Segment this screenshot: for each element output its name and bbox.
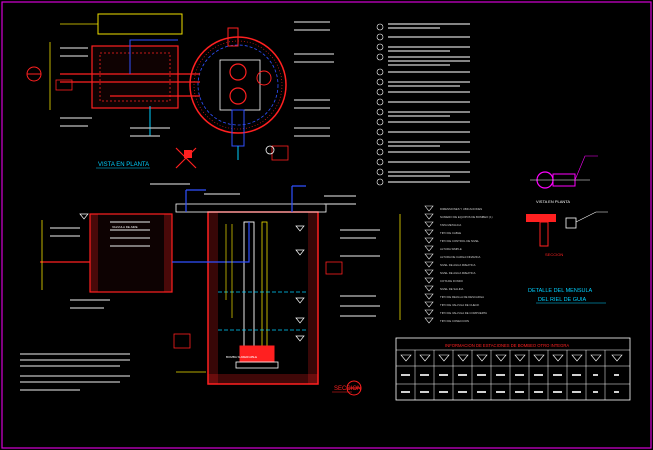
- plan-chamber-fill: [92, 46, 178, 108]
- plan-marker-right: [256, 70, 272, 86]
- plan-marker-ref-left: [55, 79, 73, 91]
- section-vent: [185, 189, 206, 212]
- plan-header-box: [97, 13, 183, 35]
- section-pump-base: [235, 361, 279, 369]
- detail-title-2: DEL RIEL DE GUIA: [538, 297, 587, 303]
- section-chamber-left-fill: [90, 214, 172, 292]
- section-wetwell-wall-r: [308, 212, 318, 384]
- plan-marker-ref-right: [271, 145, 289, 161]
- section-discharge: [172, 222, 250, 263]
- legend-item: NUMERO DE EQUIPOS DE BOMBEO (1): [440, 215, 493, 219]
- section-view: VALVULA DE AIRE BOMBA SUMERGIBLE SECCION: [20, 183, 401, 396]
- plan-access-hatch: [219, 59, 261, 111]
- notes-circles: [376, 23, 384, 186]
- table-columns: [414, 350, 606, 400]
- legend-item: ALTURA SIMPLE: [440, 247, 462, 251]
- plan-chamber-outer: [91, 45, 179, 109]
- section-vent-right: [291, 185, 306, 212]
- legend-symbols: [424, 205, 434, 324]
- table-frame: [395, 337, 631, 401]
- legend-item: COTA DE FONDO: [440, 279, 464, 283]
- legend-item: ALTURA DE CARGA DINAMICA: [440, 255, 480, 259]
- legend-item: TAPA METALICA: [440, 223, 461, 227]
- plan-marker-bottom: [265, 145, 275, 155]
- legend-item: TIPO DE REJILLA DE DESCARGA: [440, 295, 484, 299]
- plan-pump-2: [229, 87, 247, 105]
- section-wetwell-floor: [208, 374, 318, 384]
- section-wetwell-wall-l: [208, 212, 218, 384]
- detail-plan-label: VISTA EN PLANTA: [536, 199, 570, 204]
- section-right-wall-hatch: [164, 214, 172, 292]
- detail-title-1: DETALLE DEL MENSULA: [528, 288, 593, 294]
- plan-pipe-blue: [129, 39, 178, 74]
- plan-view-title: VISTA EN PLANTA: [98, 162, 149, 168]
- legend-item: DIMENSIONES Y UBICACIONES: [440, 207, 482, 211]
- detail-block: VISTA EN PLANTA SECCION DETALLE DEL MENS…: [526, 155, 608, 304]
- plan-pump-1: [229, 63, 247, 81]
- plan-view: VISTA EN PLANTA: [26, 13, 334, 169]
- notes-text-lines: [388, 23, 470, 183]
- section-left-wall-hatch: [90, 214, 98, 292]
- section-label-pump: BOMBA SUMERGIBLE: [226, 355, 257, 359]
- section-ref-box: [173, 333, 191, 349]
- legend-item: NIVEL DE SALIDA: [440, 287, 464, 291]
- plan-wetwell-inner: [197, 44, 279, 126]
- plan-gate-box: [184, 150, 192, 158]
- legend-item: TIPO DE CONECCION: [440, 319, 469, 323]
- legend-item: NIVEL DE AGUA FREATICA: [440, 263, 476, 267]
- section-chamber-left: [89, 213, 173, 293]
- info-table: INFORMACION DE ESTACIONES DE BOMBEO OTRO…: [395, 337, 631, 401]
- legend-item: NIVEL DE AGUA FREATICA: [440, 271, 476, 275]
- detail-section-rail: [539, 221, 549, 247]
- legend-item: TIPO DE CABLE: [440, 231, 461, 235]
- section-label-ticks: [20, 183, 380, 391]
- section-float-cable: [225, 224, 233, 318]
- detail-plan-lead: [574, 155, 598, 181]
- detail-section-bolt: [565, 217, 577, 229]
- detail-section-plate: [526, 214, 556, 222]
- plan-outlet: [231, 109, 245, 147]
- plan-label-ticks: [60, 21, 334, 137]
- legend-block: DIMENSIONES Y UBICACIONES NUMERO DE EQUI…: [424, 205, 493, 324]
- section-ref-box-2: [325, 261, 343, 275]
- section-level-triangles: [79, 213, 305, 342]
- table-cell-values: [401, 374, 619, 393]
- notes-block: [376, 23, 470, 186]
- plan-vent-top: [227, 27, 239, 47]
- section-pump: [239, 345, 275, 363]
- legend-text: DIMENSIONES Y UBICACIONES NUMERO DE EQUI…: [440, 207, 493, 323]
- legend-item: TIPO DE VALVULA DE CHECK: [440, 303, 479, 307]
- plan-wetwell-ring: [193, 40, 283, 130]
- detail-section-label: SECCION: [545, 252, 563, 257]
- table-header-symbols: [400, 354, 623, 362]
- section-label-inlet: VALVULA DE AIRE: [112, 225, 138, 229]
- plan-chamber-inner: [99, 52, 171, 102]
- legend-item: TIPO DE CONTROL DE NIVEL: [440, 239, 480, 243]
- legend-item: TIPO DE VALVULA DE COMPUERTA: [440, 311, 487, 315]
- section-guide-rail: [261, 221, 268, 353]
- detail-section-lead: [575, 211, 608, 223]
- plan-wetwell-outer: [189, 36, 287, 134]
- section-top-slab: [175, 203, 327, 213]
- table-title: INFORMACION DE ESTACIONES DE BOMBEO OTRO…: [445, 343, 569, 348]
- section-title: SECCION: [334, 386, 361, 392]
